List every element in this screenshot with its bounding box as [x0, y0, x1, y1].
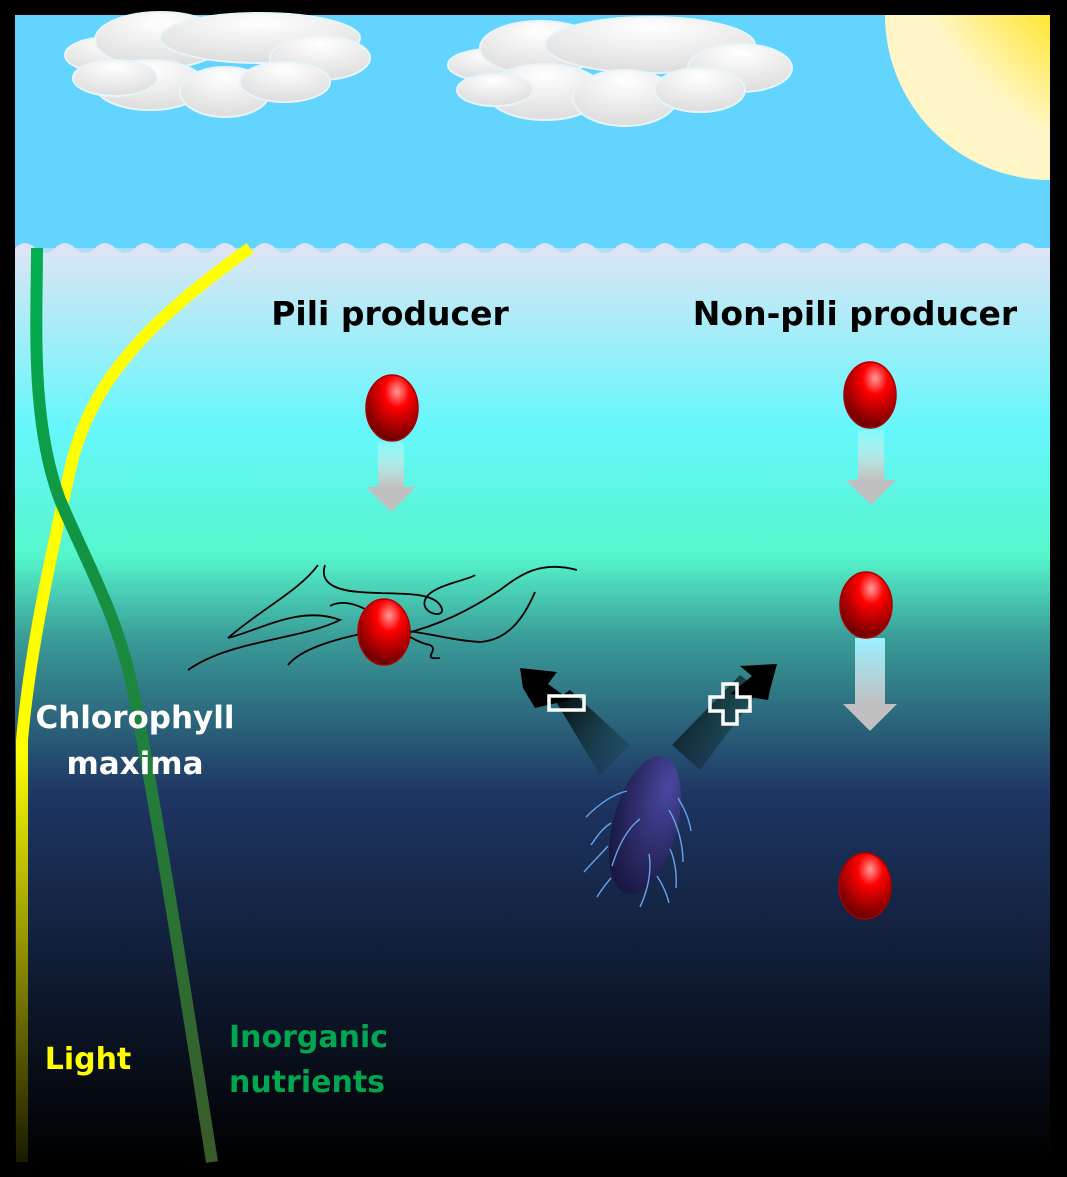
minus-icon [547, 694, 586, 712]
chlorophyll-maxima-label-line1: Chlorophyll [35, 700, 234, 736]
pili-producer-label: Pili producer [271, 294, 509, 333]
plus-icon [708, 682, 752, 726]
bacterium [583, 755, 692, 908]
non-pili-producer-label: Non-pili producer [693, 294, 1018, 333]
sinking-arrow-nonpili-lower [843, 638, 897, 731]
nutrients-profile-line [30, 247, 218, 1163]
bacterium-flagella [583, 790, 692, 908]
particle-pili-trapped [357, 598, 411, 666]
particle-nonpili-top [843, 361, 897, 429]
inorganic-nutrients-label-line2: nutrients [229, 1065, 385, 1100]
particle-nonpili-middle [839, 571, 893, 639]
cloud-left [64, 11, 371, 118]
light-profile-line [16, 243, 254, 1162]
sinking-arrow-nonpili-upper [846, 430, 896, 505]
sun [885, 0, 1067, 180]
chlorophyll-maxima-label-line2: maxima [66, 746, 203, 782]
light-label: Light [45, 1042, 132, 1077]
particle-pili-top [365, 374, 419, 442]
cloud-middle [447, 16, 793, 127]
particle-nonpili-bottom [838, 852, 892, 920]
pili-network [187, 564, 578, 671]
inorganic-nutrients-label-line1: Inorganic [229, 1020, 388, 1055]
sinking-arrow-pili [366, 442, 416, 512]
